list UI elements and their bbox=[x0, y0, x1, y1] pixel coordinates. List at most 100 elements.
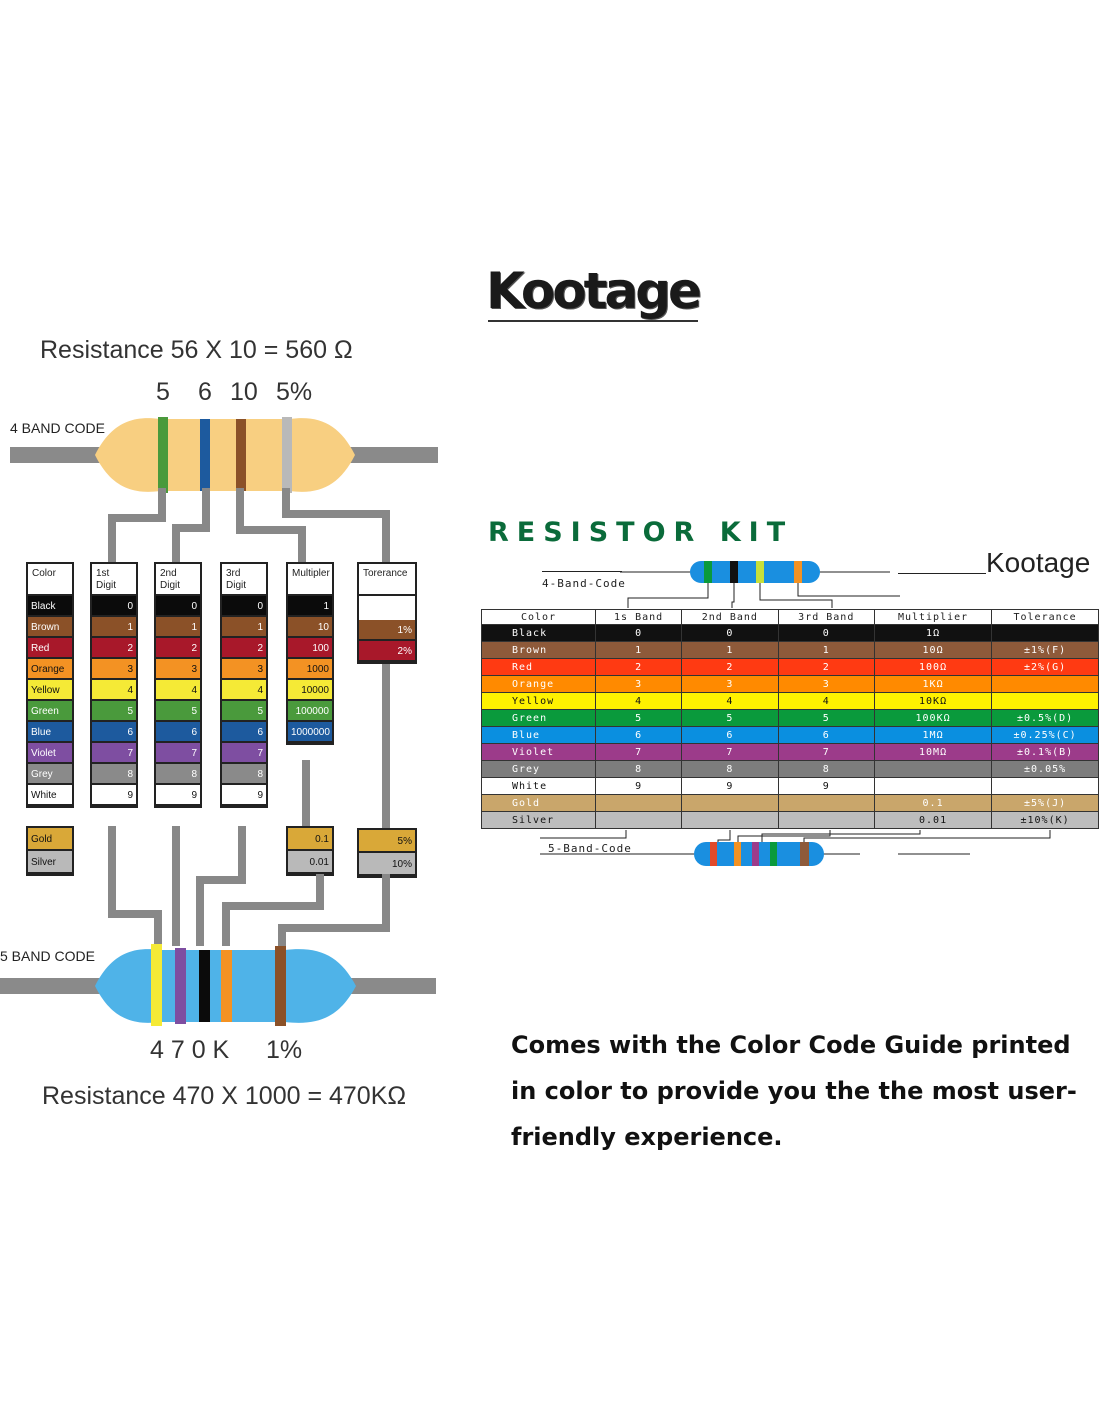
wire bbox=[382, 664, 390, 830]
table-cell bbox=[991, 624, 1099, 642]
color-cell: 5% bbox=[359, 830, 415, 853]
wire bbox=[302, 760, 310, 828]
color-cell: 10000 bbox=[288, 680, 332, 701]
table-cell: 1 bbox=[777, 641, 875, 659]
table-cell: 6 bbox=[595, 726, 683, 744]
color-cell: Brown bbox=[28, 617, 72, 638]
table-cell bbox=[991, 777, 1099, 795]
band-silver bbox=[282, 417, 292, 493]
table-color-cell: Blue bbox=[480, 726, 597, 744]
table-cell: 4 bbox=[595, 692, 683, 710]
table-cell bbox=[681, 794, 779, 812]
table-cell: 1MΩ bbox=[873, 726, 993, 744]
color-cell: Silver bbox=[28, 851, 72, 874]
wire bbox=[202, 488, 210, 528]
resistor-5-band bbox=[0, 944, 436, 1026]
color-cell: Blue bbox=[28, 722, 72, 743]
digits-bottom-tolerance: 1% bbox=[266, 1036, 303, 1064]
table-color-cell: Grey bbox=[480, 760, 597, 778]
color-cell: 1 bbox=[288, 596, 332, 617]
color-cell: 100 bbox=[288, 638, 332, 659]
table-cell: 5 bbox=[777, 709, 875, 727]
table-cell: ±1%(F) bbox=[991, 641, 1099, 659]
color-cell: 4 bbox=[156, 680, 200, 701]
equation-top: Resistance 56 X 10 = 560 Ω bbox=[40, 336, 353, 364]
table-cell: 7 bbox=[777, 743, 875, 761]
table-cell: 100Ω bbox=[873, 658, 993, 676]
color-cell: 5 bbox=[92, 701, 136, 722]
color-cell: 8 bbox=[156, 764, 200, 785]
table-cell: ±0.25%(C) bbox=[991, 726, 1099, 744]
wire bbox=[278, 924, 390, 932]
color-cell: White bbox=[28, 785, 72, 806]
wire bbox=[196, 876, 204, 946]
brand-leader-line bbox=[898, 573, 986, 574]
brand-logo: Kootage bbox=[486, 262, 702, 320]
table-cell: 5 bbox=[595, 709, 683, 727]
table-cell: 8 bbox=[681, 760, 779, 778]
table-color-cell: Brown bbox=[480, 641, 597, 659]
wire bbox=[282, 488, 290, 514]
band-yellow bbox=[151, 944, 162, 1026]
tolerance-extra-column: 5%10% bbox=[357, 828, 417, 878]
color-cell: 0.1 bbox=[288, 828, 332, 851]
table-cell: 7 bbox=[595, 743, 683, 761]
wire bbox=[382, 510, 390, 564]
wire bbox=[236, 488, 244, 532]
wire bbox=[278, 924, 286, 946]
table-cell bbox=[991, 675, 1099, 693]
color-cell: 2% bbox=[359, 641, 415, 662]
band-blue bbox=[200, 419, 210, 491]
band-black bbox=[199, 950, 210, 1022]
table-cell: 0 bbox=[777, 624, 875, 642]
table-cell: 10Ω bbox=[873, 641, 993, 659]
leader-line bbox=[542, 571, 622, 572]
table-cell: 3 bbox=[595, 675, 683, 693]
lead-left bbox=[10, 447, 110, 463]
color-cell: 3 bbox=[92, 659, 136, 680]
label-5-band: 5 BAND CODE bbox=[0, 948, 95, 964]
table-header: 1s Band bbox=[595, 609, 683, 625]
table-cell bbox=[991, 692, 1099, 710]
color-cell: 6 bbox=[156, 722, 200, 743]
multiplier-digit: 10 bbox=[230, 378, 258, 406]
color-cell: 4 bbox=[92, 680, 136, 701]
band-brown bbox=[236, 419, 246, 491]
color-cell: Orange bbox=[28, 659, 72, 680]
wire bbox=[282, 510, 390, 518]
table-header: 2nd Band bbox=[681, 609, 779, 625]
color-cell: 1 bbox=[92, 617, 136, 638]
wire bbox=[196, 876, 246, 884]
table-header: 3rd Band bbox=[777, 609, 875, 625]
table-cell: 9 bbox=[595, 777, 683, 795]
wire bbox=[158, 488, 166, 518]
color-cell: 0 bbox=[92, 596, 136, 617]
tolerance-column: Torerance 1%2% bbox=[357, 562, 417, 664]
color-cell: 9 bbox=[222, 785, 266, 806]
color-cell: 3 bbox=[156, 659, 200, 680]
table-color-cell: Violet bbox=[480, 743, 597, 761]
wire bbox=[236, 526, 306, 534]
color-cell: 8 bbox=[92, 764, 136, 785]
table-cell bbox=[777, 794, 875, 812]
color-cell: 9 bbox=[92, 785, 136, 806]
table-cell: 4 bbox=[777, 692, 875, 710]
color-cell: 5 bbox=[156, 701, 200, 722]
logo-underline bbox=[488, 320, 698, 322]
column-header: 3rd Digit bbox=[222, 564, 266, 596]
color-cell: 2 bbox=[156, 638, 200, 659]
table-cell: 2 bbox=[595, 658, 683, 676]
table-color-cell: Green bbox=[480, 709, 597, 727]
column-header: Multipler bbox=[288, 564, 332, 596]
color-cell: 7 bbox=[92, 743, 136, 764]
wire bbox=[172, 524, 180, 564]
color-cell: 1000000 bbox=[288, 722, 332, 743]
color-cell: 1% bbox=[359, 620, 415, 641]
